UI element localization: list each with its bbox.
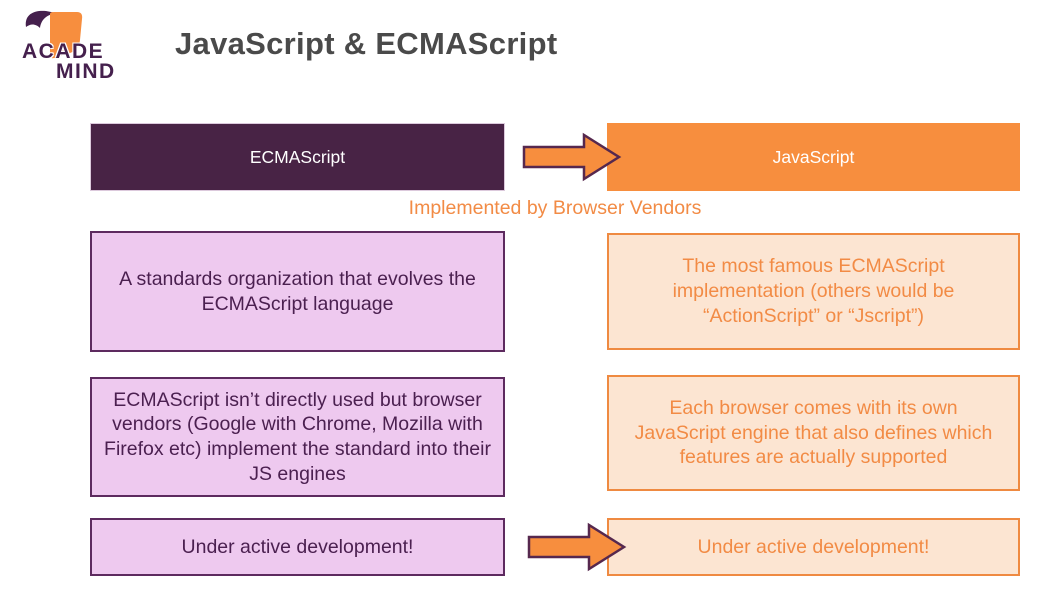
ecmascript-header-label: ECMAScript bbox=[249, 146, 346, 167]
academind-logo: ACADE MIND bbox=[0, 0, 150, 100]
javascript-development-text: Under active development! bbox=[697, 535, 930, 558]
javascript-development-box: Under active development! bbox=[607, 518, 1020, 576]
ecmascript-definition-box: A standards organization that evolves th… bbox=[90, 231, 505, 352]
ecmascript-development-box: Under active development! bbox=[90, 518, 505, 576]
javascript-engine-box: Each browser comes with its own JavaScri… bbox=[607, 375, 1020, 491]
javascript-engine-text: Each browser comes with its own JavaScri… bbox=[634, 396, 993, 469]
arrow-caption: Implemented by Browser Vendors bbox=[408, 197, 702, 219]
arrow-right-icon-top bbox=[522, 132, 622, 182]
ecmascript-header-box: ECMAScript bbox=[90, 123, 505, 191]
javascript-definition-text: The most famous ECMAScript implementatio… bbox=[672, 255, 955, 327]
ecmascript-usage-text: ECMAScript isn’t directly used but brows… bbox=[104, 388, 491, 485]
ecmascript-usage-box: ECMAScript isn’t directly used but brows… bbox=[90, 377, 505, 497]
javascript-header-label: JavaScript bbox=[772, 146, 855, 167]
javascript-header-box: JavaScript bbox=[607, 123, 1020, 191]
brand-name-acade: ACADE bbox=[22, 40, 105, 63]
logo-bookmark-icon bbox=[25, 10, 83, 59]
ecmascript-definition-text: A standards organization that evolves th… bbox=[119, 267, 476, 315]
ecmascript-development-text: Under active development! bbox=[181, 535, 414, 558]
brand-name-mind: MIND bbox=[56, 60, 116, 83]
arrow-right-icon-bottom bbox=[527, 522, 627, 572]
javascript-definition-box: The most famous ECMAScript implementatio… bbox=[607, 233, 1020, 350]
page-title: JavaScript & ECMAScript bbox=[175, 26, 558, 61]
